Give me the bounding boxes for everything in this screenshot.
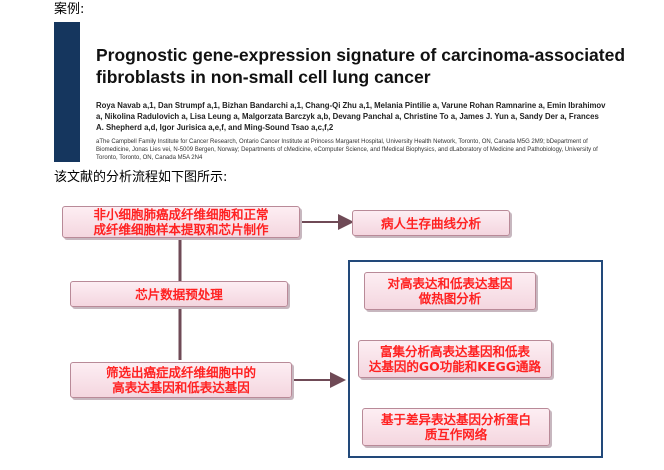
- flow-step-sample-prep: 非小细胞肺癌成纤维细胞和正常 成纤维细胞样本提取和芯片制作: [62, 206, 300, 238]
- downstream-analysis-group: [348, 260, 603, 458]
- flow-enrichment-analysis: 富集分析高表达基因和低表 达基因的GO功能和KEGG通路: [358, 340, 552, 378]
- flow-heatmap-analysis: 对高表达和低表达基因 做热图分析: [364, 272, 536, 310]
- flow-step-preprocess: 芯片数据预处理: [70, 281, 288, 307]
- flow-survival-analysis: 病人生存曲线分析: [352, 210, 510, 236]
- paper-authors: Roya Navab a,1, Dan Strumpf a,1, Bizhan …: [96, 101, 606, 132]
- analysis-flow-diagram: 非小细胞肺癌成纤维细胞和正常 成纤维细胞样本提取和芯片制作 芯片数据预处理 筛选…: [52, 194, 608, 464]
- pnas-logo-bar: PNAS: [53, 22, 81, 268]
- flow-step-filter-genes: 筛选出癌症成纤维细胞中的 高表达基因和低表达基因: [70, 362, 292, 398]
- intro-text: 该文献的分析流程如下图所示:: [54, 170, 228, 185]
- paper-title: Prognostic gene-expression signature of …: [96, 45, 626, 87]
- paper-affiliations: aThe Campbell Family Institute for Cance…: [96, 139, 598, 161]
- flow-ppi-network: 基于差异表达基因分析蛋白 质互作网络: [362, 408, 550, 446]
- case-label: 案例:: [54, 2, 85, 17]
